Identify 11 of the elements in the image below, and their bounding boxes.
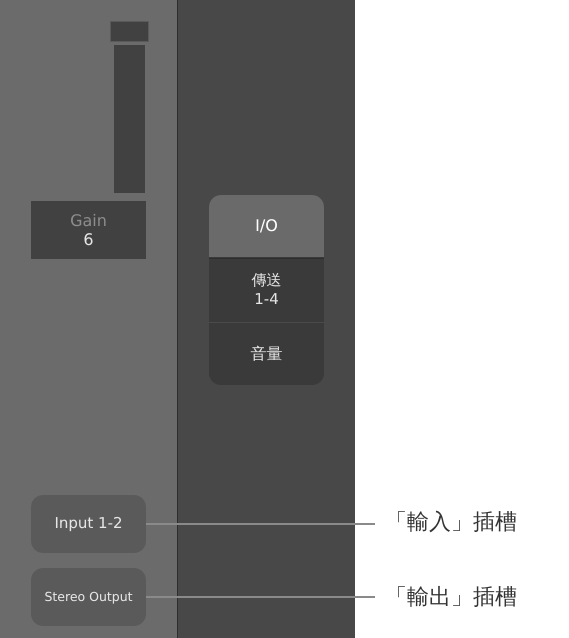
gain-label: Gain (70, 211, 107, 230)
callout-label: 「輸入」插槽 (385, 506, 565, 540)
leader-line (146, 596, 375, 598)
io-tab: I/O (209, 195, 324, 257)
output-slot-button: Stereo Output (31, 568, 146, 626)
gain-value: 6 (83, 230, 94, 249)
volume-tab: 音量 (209, 322, 324, 385)
leader-line (146, 523, 375, 525)
callout-label: 「輸出」插槽 (385, 581, 565, 615)
gain-display (31, 201, 146, 259)
input-slot-button: Input 1-2 (31, 495, 146, 553)
